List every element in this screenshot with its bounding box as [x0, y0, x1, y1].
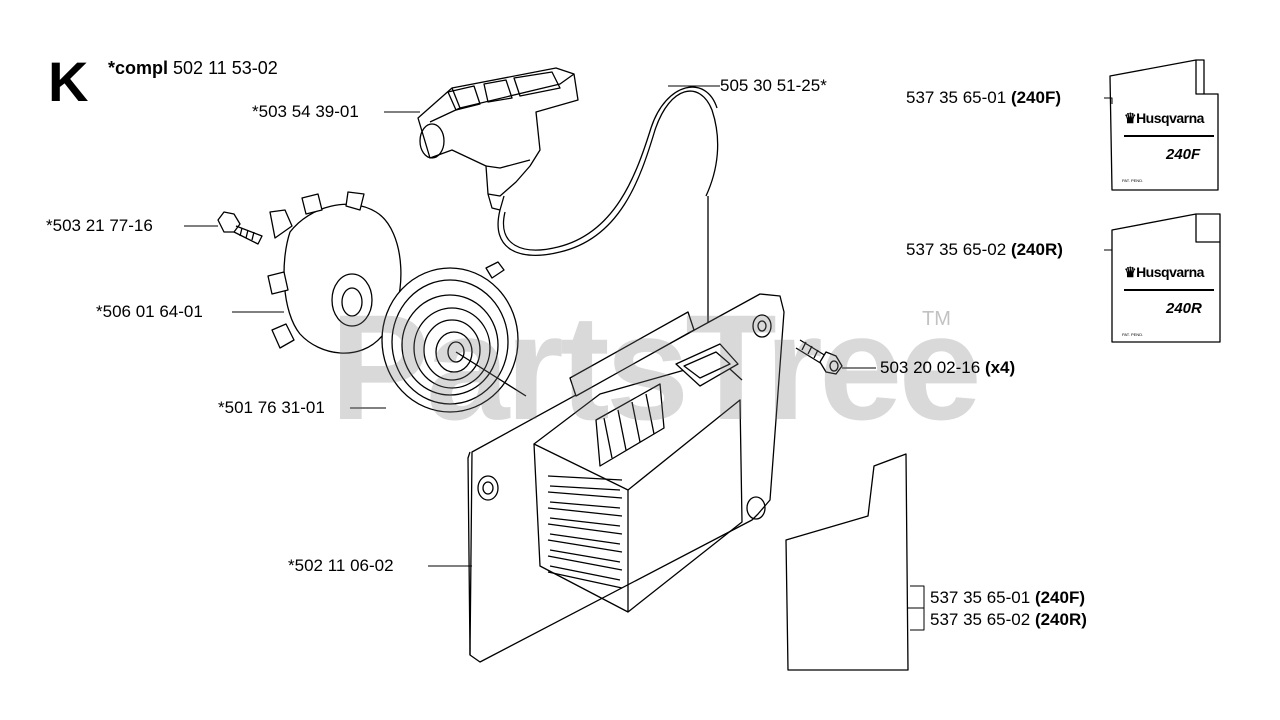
decal-240f-small-print: PAT. PEND.: [1122, 178, 1144, 183]
part-label-decal-240r[interactable]: 537 35 65-02 (240R): [906, 240, 1063, 260]
crown-logo-icon: ♛: [1124, 264, 1137, 280]
part-label-pulley[interactable]: *506 01 64-01: [96, 302, 203, 321]
decal-240f-brand: ♛Husqvarna: [1124, 110, 1204, 127]
adhesive-sheet-drawing: [785, 453, 909, 671]
decal-240r-number: 537 35 65-02: [906, 240, 1007, 259]
part-label-spring[interactable]: *501 76 31-01: [218, 398, 325, 417]
decal-240r-brand: ♛Husqvarna: [1124, 264, 1204, 281]
decal-240r-fold: [1195, 214, 1220, 243]
assembly-header-bold: *compl: [108, 58, 169, 78]
part-label-decal-240f[interactable]: 537 35 65-01 (240F): [906, 88, 1061, 108]
decal-240f-outline: [1109, 59, 1219, 191]
part-label-screw[interactable]: *503 21 77-16: [46, 216, 153, 235]
cover-screws-number: 503 20 02-16: [880, 358, 981, 377]
starter-handle-drawing: [417, 67, 579, 211]
starter-cover-drawing: [467, 293, 785, 663]
part-label-sticker-240r[interactable]: 537 35 65-02 (240R): [930, 610, 1087, 630]
decal-240f-number: 537 35 65-01: [906, 88, 1007, 107]
part-label-rope[interactable]: 505 30 51-25*: [720, 76, 827, 95]
watermark-text: PartsTree: [330, 283, 982, 451]
decal-240f-model-text: 240F: [1166, 146, 1201, 163]
watermark-trademark: TM: [922, 308, 951, 330]
decal-240r-small-print: PAT. PEND.: [1122, 332, 1144, 337]
part-label-cover[interactable]: *502 11 06-02: [288, 556, 394, 575]
sticker-240r-number: 537 35 65-02: [930, 610, 1031, 629]
assembly-header: *compl 502 11 53-02: [108, 58, 278, 78]
screw-drawing: [217, 211, 263, 245]
part-label-handle[interactable]: *503 54 39-01: [252, 102, 359, 121]
decal-240r-model: (240R): [1010, 240, 1063, 259]
pulley-drawing: [267, 191, 402, 354]
decal-240r-brand-text: Husqvarna: [1136, 264, 1204, 280]
crown-logo-icon: ♛: [1124, 110, 1137, 126]
section-letter: K: [48, 50, 89, 113]
cover-screw-drawing: [795, 339, 843, 375]
decal-240f-fold: [1195, 60, 1204, 95]
sticker-240f-model: (240F): [1034, 588, 1086, 607]
decal-240r-model-text: 240R: [1166, 300, 1202, 317]
sticker-240f-number: 537 35 65-01: [930, 588, 1031, 607]
sticker-240r-model: (240R): [1034, 610, 1087, 629]
leader-lines: [184, 85, 1113, 631]
part-label-sticker-240f[interactable]: 537 35 65-01 (240F): [930, 588, 1085, 608]
part-label-cover-screws[interactable]: 503 20 02-16 (x4): [880, 358, 1015, 378]
recoil-spring-drawing: [381, 261, 527, 413]
decal-240f-model: (240F): [1010, 88, 1062, 107]
cover-screws-qty: (x4): [984, 358, 1016, 377]
decal-240f-brand-text: Husqvarna: [1136, 110, 1204, 126]
assembly-number: 502 11 53-02: [173, 58, 278, 78]
